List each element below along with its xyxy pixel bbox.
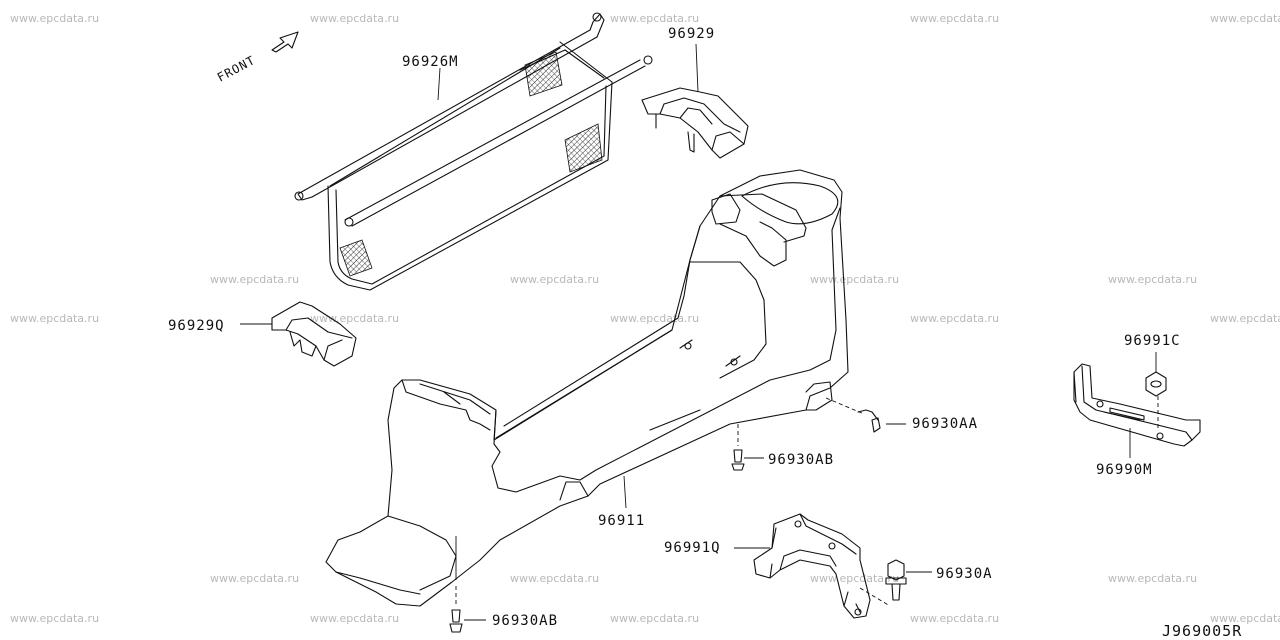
watermark-text: www.epcdata.ru <box>610 12 699 25</box>
screw-aa <box>825 397 906 433</box>
watermark-text: www.epcdata.ru <box>210 572 299 585</box>
part-label-nut-c: 96991C <box>1124 333 1181 349</box>
part-label-screw-aa: 96930AA <box>912 416 978 432</box>
bracket-m <box>1073 363 1201 458</box>
watermark-text: www.epcdata.ru <box>10 312 99 325</box>
watermark-text: www.epcdata.ru <box>910 12 999 25</box>
watermark-text: www.epcdata.ru <box>810 273 899 286</box>
part-label-bracket-m: 96990M <box>1096 462 1153 478</box>
part-label-holder-upper: 96929 <box>668 26 715 42</box>
watermark-text: www.epcdata.ru <box>1108 572 1197 585</box>
watermark-text: www.epcdata.ru <box>10 612 99 625</box>
watermark-text: www.epcdata.ru <box>510 572 599 585</box>
watermark-text: www.epcdata.ru <box>10 12 99 25</box>
bracket-q <box>734 513 871 619</box>
part-label-net-assembly: 96926M <box>402 54 459 70</box>
part-label-screw-ab-bottom: 96930AB <box>492 613 558 629</box>
front-indicator: FRONT <box>215 31 299 85</box>
part-label-bolt-a: 96930A <box>936 566 993 582</box>
watermark-text: www.epcdata.ru <box>610 312 699 325</box>
console-body <box>325 169 849 607</box>
front-label: FRONT <box>215 53 258 85</box>
watermark-text: www.epcdata.ru <box>1210 612 1280 625</box>
screw-ab-bottom <box>449 586 486 633</box>
holder-upper <box>641 43 749 159</box>
watermark-text: www.epcdata.ru <box>310 612 399 625</box>
watermark-text: www.epcdata.ru <box>1210 312 1280 325</box>
nut-c <box>1145 352 1167 430</box>
part-label-bracket-q: 96991Q <box>664 540 721 556</box>
watermark-layer: www.epcdata.ru www.epcdata.ru www.epcdat… <box>10 12 1280 625</box>
part-label-console-body: 96911 <box>598 513 645 529</box>
screw-ab-mid <box>731 424 764 471</box>
watermark-text: www.epcdata.ru <box>610 612 699 625</box>
watermark-text: www.epcdata.ru <box>810 572 899 585</box>
watermark-text: www.epcdata.ru <box>510 273 599 286</box>
watermark-text: www.epcdata.ru <box>910 612 999 625</box>
watermark-text: www.epcdata.ru <box>210 273 299 286</box>
holder-lower <box>240 301 357 367</box>
front-arrow-icon <box>271 31 299 53</box>
part-label-holder-lower: 96929Q <box>168 318 225 334</box>
watermark-text: www.epcdata.ru <box>910 312 999 325</box>
part-label-screw-ab-mid: 96930AB <box>768 452 834 468</box>
bolt-a <box>859 559 932 607</box>
watermark-text: www.epcdata.ru <box>1210 12 1280 25</box>
watermark-text: www.epcdata.ru <box>310 312 399 325</box>
watermark-text: www.epcdata.ru <box>310 12 399 25</box>
net-assembly <box>294 12 653 291</box>
watermark-text: www.epcdata.ru <box>1108 273 1197 286</box>
diagram-code: J969005R <box>1162 622 1242 640</box>
